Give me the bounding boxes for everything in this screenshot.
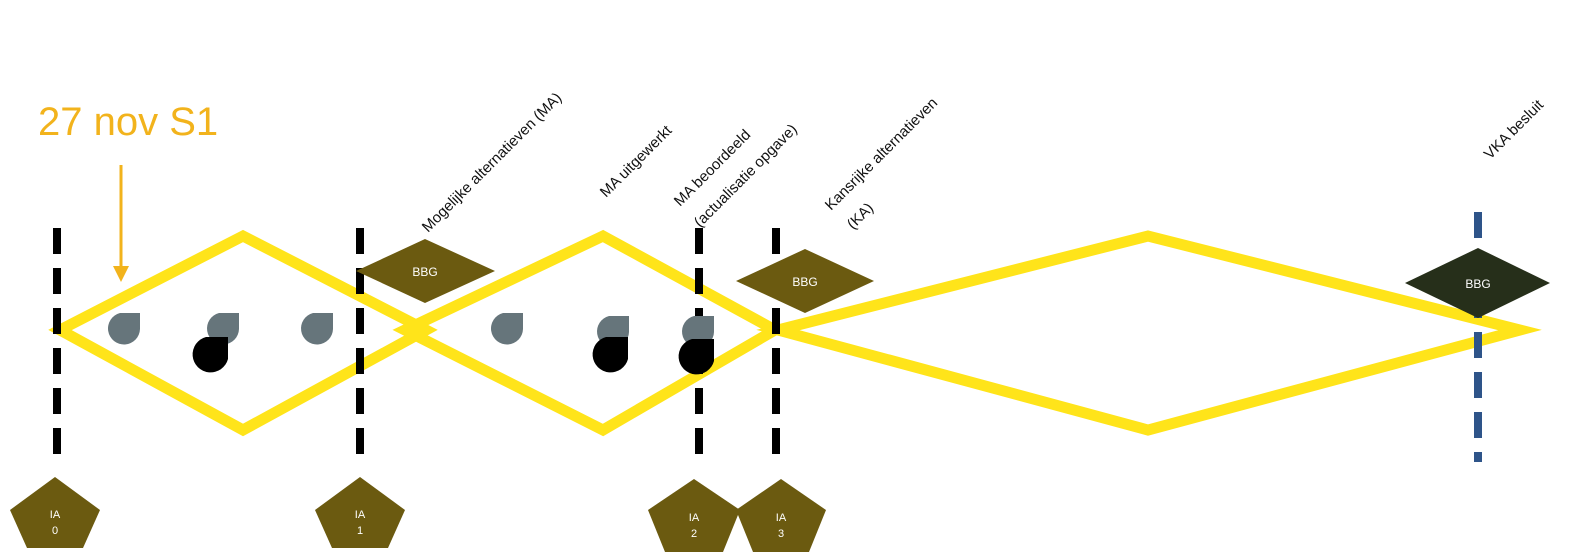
gray-drop-icon [207,313,239,345]
ia-marker-0: IA 0 [10,477,100,548]
date-arrow-icon [113,165,129,282]
ia-marker-label: IA [50,509,61,521]
bbg-badge-2: BBG [736,249,874,313]
date-marker-label: 27 nov S1 [38,100,219,144]
ia-marker-number: 2 [691,528,697,540]
gray-drop-icon [491,313,523,345]
ia-marker-label: IA [355,509,366,521]
bbg-badge-1: BBG [356,239,495,303]
gray-drop-icon [301,313,333,345]
phase-diamond-3 [756,230,1542,436]
ia-marker-2: IA 2 [648,479,740,552]
black-drop-icon [678,339,714,375]
milestone-label-kansrijke-1: Kansrijke alternatieven [822,94,941,213]
bbg-badge-label: BBG [412,265,437,279]
ia-marker-3: IA 3 [736,479,826,552]
milestone-label-kansrijke-2: (KA) [844,200,877,233]
black-drops [192,337,714,375]
ia-marker-number: 3 [778,528,784,540]
ia-marker-number: 1 [357,525,363,537]
bbg-badge-final: BBG [1405,248,1550,318]
ia-marker-1: IA 1 [315,477,405,548]
phase-diamond-1 [48,229,438,437]
gray-drops [108,313,714,348]
milestone-label-mogelijke: Mogelijke alternatieven (MA) [419,89,565,235]
bbg-badge-label: BBG [1465,277,1490,291]
black-drop-icon [192,337,228,373]
gray-drop-icon [108,313,140,345]
black-drop-icon [592,337,628,373]
ia-marker-label: IA [689,512,700,524]
milestone-label-vka: VKA besluit [1481,96,1548,163]
bbg-badge-label: BBG [792,275,817,289]
ia-marker-number: 0 [52,525,58,537]
milestone-label-uitgewerkt: MA uitgewerkt [597,122,676,201]
ia-marker-label: IA [776,512,787,524]
